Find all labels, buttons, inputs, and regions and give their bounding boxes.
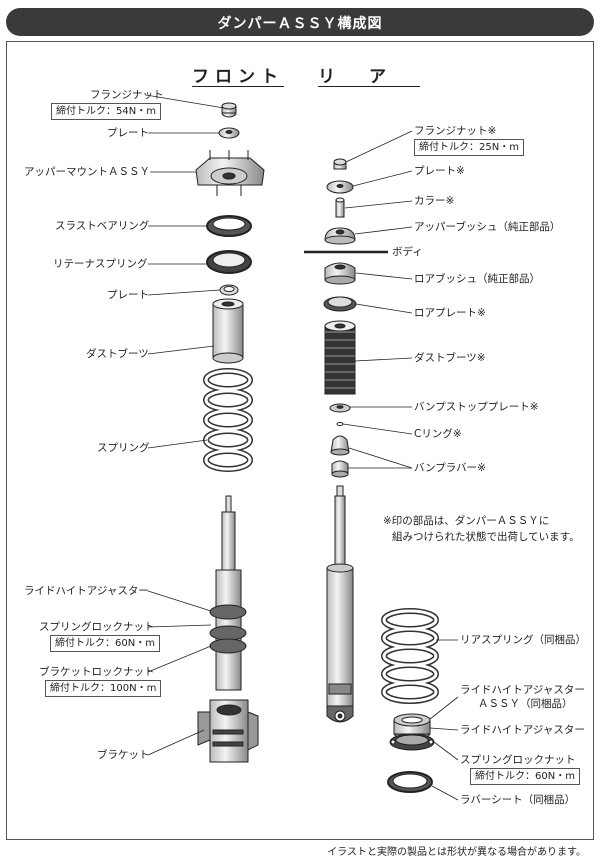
label-front-flange-nut: フランジナット [90,89,164,101]
note-line-1: ※印の部品は、ダンパーＡＳＳＹに [383,515,550,527]
rear-collar [335,197,345,218]
front-plate-1 [218,127,240,139]
label-rear-adjuster-assy-2: ＡＳＳＹ（同梱品） [478,698,573,710]
torque-rear-spring-lock-nut: 締付トルク：60N・m [470,768,580,785]
rear-header: リア [318,67,420,87]
rear-c-ring [336,422,344,426]
label-body: ボディ [392,246,423,258]
label-front-bracket: ブラケット [97,749,150,761]
leader-lines [145,94,459,801]
front-retainer-spring [206,250,252,274]
label-rear-adjuster-assy-1: ライドハイトアジャスター [460,684,585,696]
title-banner: ダンパーＡＳＳＹ構成図 [6,8,594,36]
front-plate-2 [219,284,239,296]
rear-rubber-seat [387,771,433,793]
label-rear-spring-lock-nut: スプリングロックナット [460,754,576,766]
front-thrust-bearing [206,215,252,237]
label-rear-lower-bush: ロアブッシュ（純正部品） [414,273,540,285]
front-dust-boot [212,298,244,364]
label-rear-lower-plate: ロアプレート※ [414,307,486,319]
rear-bump-rubber-2 [331,460,349,478]
rear-bump-stop-plate [329,403,351,413]
label-rear-flange-nut: フランジナット※ [414,125,497,137]
note-line-2: 組みつけられた状態で出荷しています。 [392,531,580,543]
rear-dust-boot [324,320,356,395]
front-upper-mount [195,150,265,196]
label-rear-collar: カラー※ [414,195,455,207]
label-front-spring: スプリング [97,442,150,454]
rear-flange-nut [333,158,347,170]
label-front-bracket-lock-nut: ブラケットロックナット [39,666,155,678]
footnote: イラストと実際の製品とは形状が異なる場合があります。 [327,847,586,858]
label-rear-dust-boot: ダストブーツ※ [414,352,486,364]
rear-spring [381,608,439,704]
label-rear-plate: プレート※ [414,165,465,177]
front-header: フロント [192,67,284,87]
torque-front-bracket-lock-nut: 締付トルク：100N・m [45,680,162,697]
label-front-upper-mount: アッパーマウントＡＳＳＹ [24,166,150,178]
label-front-plate-1: プレート [107,127,149,139]
label-front-ride-height-adjuster: ライドハイトアジャスター [24,585,149,597]
label-rear-spring: リアスプリング（同梱品） [460,634,586,646]
rear-upper-bush [324,227,356,245]
label-rear-upper-bush: アッパーブッシュ（純正部品） [414,221,561,233]
label-front-plate-2: プレート [107,289,149,301]
page-title: ダンパーＡＳＳＹ構成図 [217,16,383,32]
rear-lower-plate [323,296,357,312]
rear-damper-body [326,485,354,723]
label-rear-rubber-seat: ラバーシート（同梱品） [460,794,576,806]
label-rear-bump-rubber: バンプラバー※ [414,462,486,474]
rear-bump-rubber-1 [330,435,350,456]
torque-rear-flange-nut: 締付トルク：25N・m [414,139,524,156]
label-front-dust-boot: ダストブーツ [86,348,149,360]
label-rear-bump-stop-plate: バンプストッププレート※ [414,401,539,413]
front-flange-nut [221,102,237,118]
diagram-frame [6,41,594,840]
label-front-thrust-bearing: スラストベアリング [55,220,150,232]
label-rear-ride-height-adjuster: ライドハイトアジャスター [460,724,585,736]
label-rear-c-ring: Cリング※ [414,428,462,440]
rear-lower-bush [324,262,356,285]
torque-front-flange-nut: 締付トルク：54N・m [51,103,161,120]
torque-front-spring-lock-nut: 締付トルク：60N・m [50,635,160,652]
label-front-retainer-spring: リテーナスプリング [53,258,148,270]
rear-ride-height-adjuster [389,713,435,751]
rear-plate [326,180,354,194]
front-damper-body [197,495,259,763]
label-front-spring-lock-nut: スプリングロックナット [39,621,155,633]
